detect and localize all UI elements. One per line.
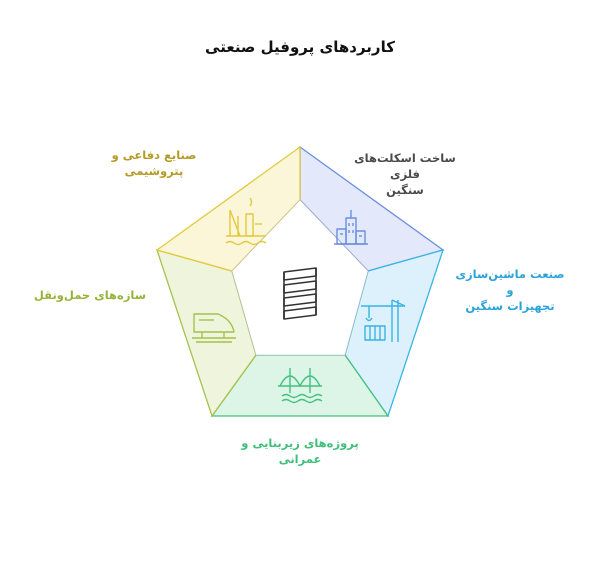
label-machinery-line2: تجهیزات سنگین [465,299,555,313]
refinery-icon [225,197,267,246]
diagram-title: کاربردهای پروفیل صنعتی [205,38,395,56]
label-structures: ساخت اسکلت‌های فلزی سنگین [340,150,470,198]
label-defense-petrochem: صنایع دفاعی و پتروشیمی [95,147,213,179]
label-structures-line1: ساخت اسکلت‌های فلزی [354,151,456,181]
crane-icon [361,299,406,342]
label-machinery: صنعت ماشین‌سازی و تجهیزات سنگین [450,266,570,314]
label-defense-petrochem-line1: صنایع دفاعی و [111,148,197,162]
train-icon [192,313,236,343]
label-defense-petrochem-line2: پتروشیمی [124,164,184,178]
label-machinery-line1: صنعت ماشین‌سازی و [455,267,565,297]
label-infrastructure-line1: پروژه‌های زیربنایی و [241,436,359,450]
label-transport-line1: سازه‌های حمل‌ونقل [33,288,147,302]
label-infrastructure-line2: عمرانی [278,452,322,466]
label-structures-line2: سنگین [386,183,424,197]
bridge-icon [278,368,323,404]
steel-coil-icon [283,267,317,320]
skyscraper-icon [334,210,368,245]
label-transport: سازه‌های حمل‌ونقل [30,287,150,303]
label-infrastructure: پروژه‌های زیربنایی و عمرانی [232,435,368,467]
